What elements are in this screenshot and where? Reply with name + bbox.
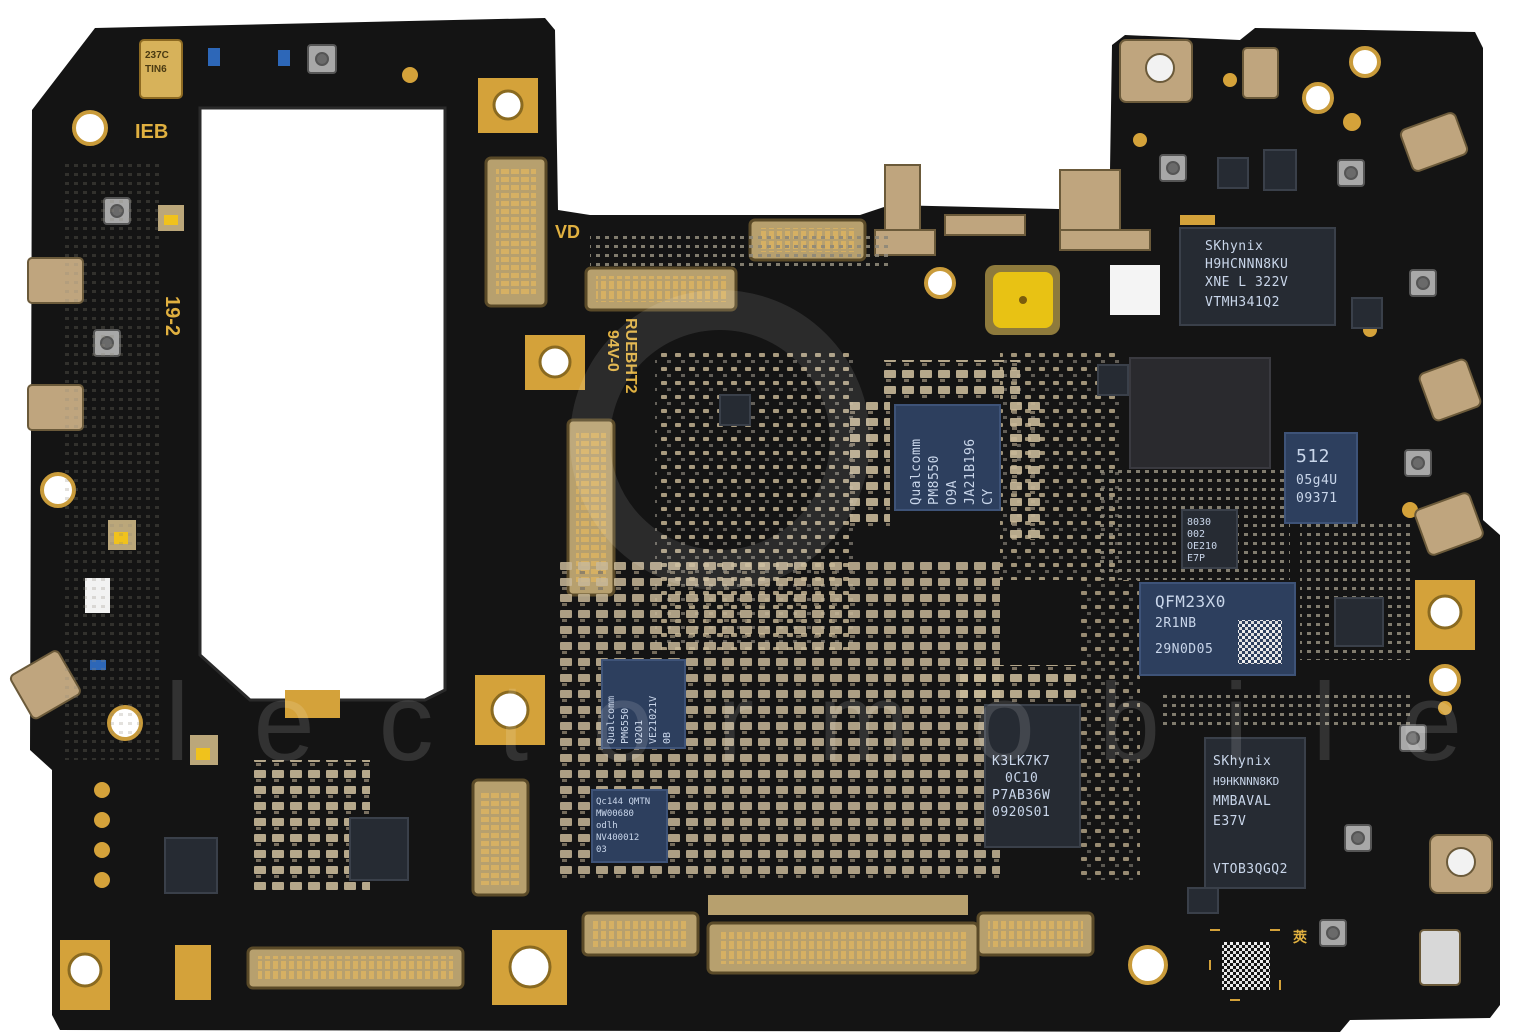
chip-skhynix-top-brand: SKhynix [1205, 239, 1263, 254]
chip-soc [1129, 357, 1271, 469]
white-component [1110, 265, 1160, 315]
chip-samsung-line4: 0920S01 [992, 805, 1050, 820]
silk-flame-rating: 94V-0 [604, 330, 621, 372]
chip-qc-line3: odlh [596, 821, 618, 831]
chip-qc-line1: Qc144 QMTN [596, 797, 650, 807]
chip-pmic-main-brand: Qualcomm [909, 438, 924, 505]
chip-pmic-left-line2: O2O1 [634, 720, 645, 744]
watermark: lectormobile [165, 661, 1518, 784]
chip-samsung: K3LK7K7 0C10 P7AB36W 0920S01 [984, 704, 1081, 848]
chip-pmic-left-line4: 0B [662, 732, 673, 744]
chip-8030-line3: OE210 [1187, 541, 1217, 552]
rf-connectors [93, 44, 1437, 947]
chip-qfm-line1: QFM23X0 [1155, 592, 1226, 611]
chip-pmic-left: Qualcomm PM6550 O2O1 VE21021V 0B [601, 659, 686, 749]
chip-512-line1: 512 [1296, 446, 1330, 467]
chip-skhynix-bottom-brand: SKhynix [1213, 754, 1271, 769]
chip-pmic-main: Qualcomm PM8550 O9A JA21B196 CY [894, 404, 1001, 511]
chip-qc-line4: NV400012 [596, 833, 639, 843]
chip-skhynix-bottom-line1: H9HKNNN8KD [1213, 775, 1279, 788]
chip-qfm-line3: 29N0D05 [1155, 642, 1213, 657]
chip-pmic-main-line1: PM8550 [927, 455, 942, 505]
chip-qc-line2: MW00680 [596, 809, 634, 819]
chip-qfm-line2: 2R1NB [1155, 616, 1197, 631]
chip-skhynix-top-line2: XNE L 322V [1205, 275, 1288, 290]
chip-pmic-left-line1: PM6550 [620, 708, 631, 744]
yellow-sensor [985, 265, 1060, 335]
chip-pmic-main-line3: JA21B196 [963, 438, 978, 505]
chip-pmic-left-line3: VE21021V [648, 696, 659, 744]
silk-char-2: 莢 [1293, 929, 1307, 945]
qfm-datamatrix [1238, 620, 1282, 664]
chip-samsung-line2: 0C10 [1005, 771, 1038, 786]
mounting-pads [60, 78, 1475, 1010]
chip-pmic-main-line2: O9A [945, 480, 960, 505]
cutout-edge [198, 106, 447, 702]
chip-512-line3: 09371 [1296, 491, 1338, 506]
chip-qc-line5: 03 [596, 845, 607, 855]
chip-samsung-line3: P7AB36W [992, 788, 1050, 803]
misc-ics [164, 149, 1384, 914]
bottom-qr [1209, 929, 1281, 1001]
crystal-component: 237C TIN6 [139, 39, 183, 99]
chip-512-line2: 05g4U [1296, 473, 1338, 488]
chip-skhynix-top-line1: H9HCNNN8KU [1205, 257, 1288, 272]
chip-8030-line4: E7P [1187, 553, 1205, 564]
chip-skhynix-bottom: SKhynix H9HKNNN8KD MMBAVAL E37V VTOB3QGQ… [1204, 737, 1306, 889]
silk-corner-code: IEB [135, 121, 168, 143]
watermark-logo [570, 290, 870, 590]
chip-skhynix-bottom-line4: VTOB3QGQ2 [1213, 862, 1288, 877]
silk-vendor-code: VD [555, 222, 580, 242]
crystal-label-top: 237C [145, 50, 169, 61]
chip-small-8030: 8030 002 OE210 E7P [1181, 509, 1238, 569]
silk-ul-mark: RUEBHT2 [622, 318, 639, 394]
chip-skhynix-top: SKhynix H9HCNNN8KU XNE L 322V VTMH341Q2 [1179, 227, 1336, 326]
silk-rev-code: 19-2 [161, 296, 183, 336]
chip-pmic-left-brand: Qualcomm [606, 696, 617, 744]
crystal-label-bottom: TIN6 [145, 64, 167, 75]
chip-pmic-main-line4: CY [981, 488, 996, 505]
chip-qfm: QFM23X0 2R1NB 29N0D05 [1139, 582, 1296, 676]
chip-samsung-line1: K3LK7K7 [992, 754, 1050, 769]
chip-8030-line1: 8030 [1187, 517, 1211, 528]
chip-skhynix-bottom-line3: E37V [1213, 814, 1246, 829]
chip-skhynix-top-line3: VTMH341Q2 [1205, 295, 1280, 310]
chip-module-512: 512 05g4U 09371 [1284, 432, 1358, 524]
chip-8030-line2: 002 [1187, 529, 1205, 540]
chip-skhynix-bottom-line2: MMBAVAL [1213, 794, 1271, 809]
chip-qc-small: Qc144 QMTN MW00680 odlh NV400012 03 [591, 789, 668, 863]
